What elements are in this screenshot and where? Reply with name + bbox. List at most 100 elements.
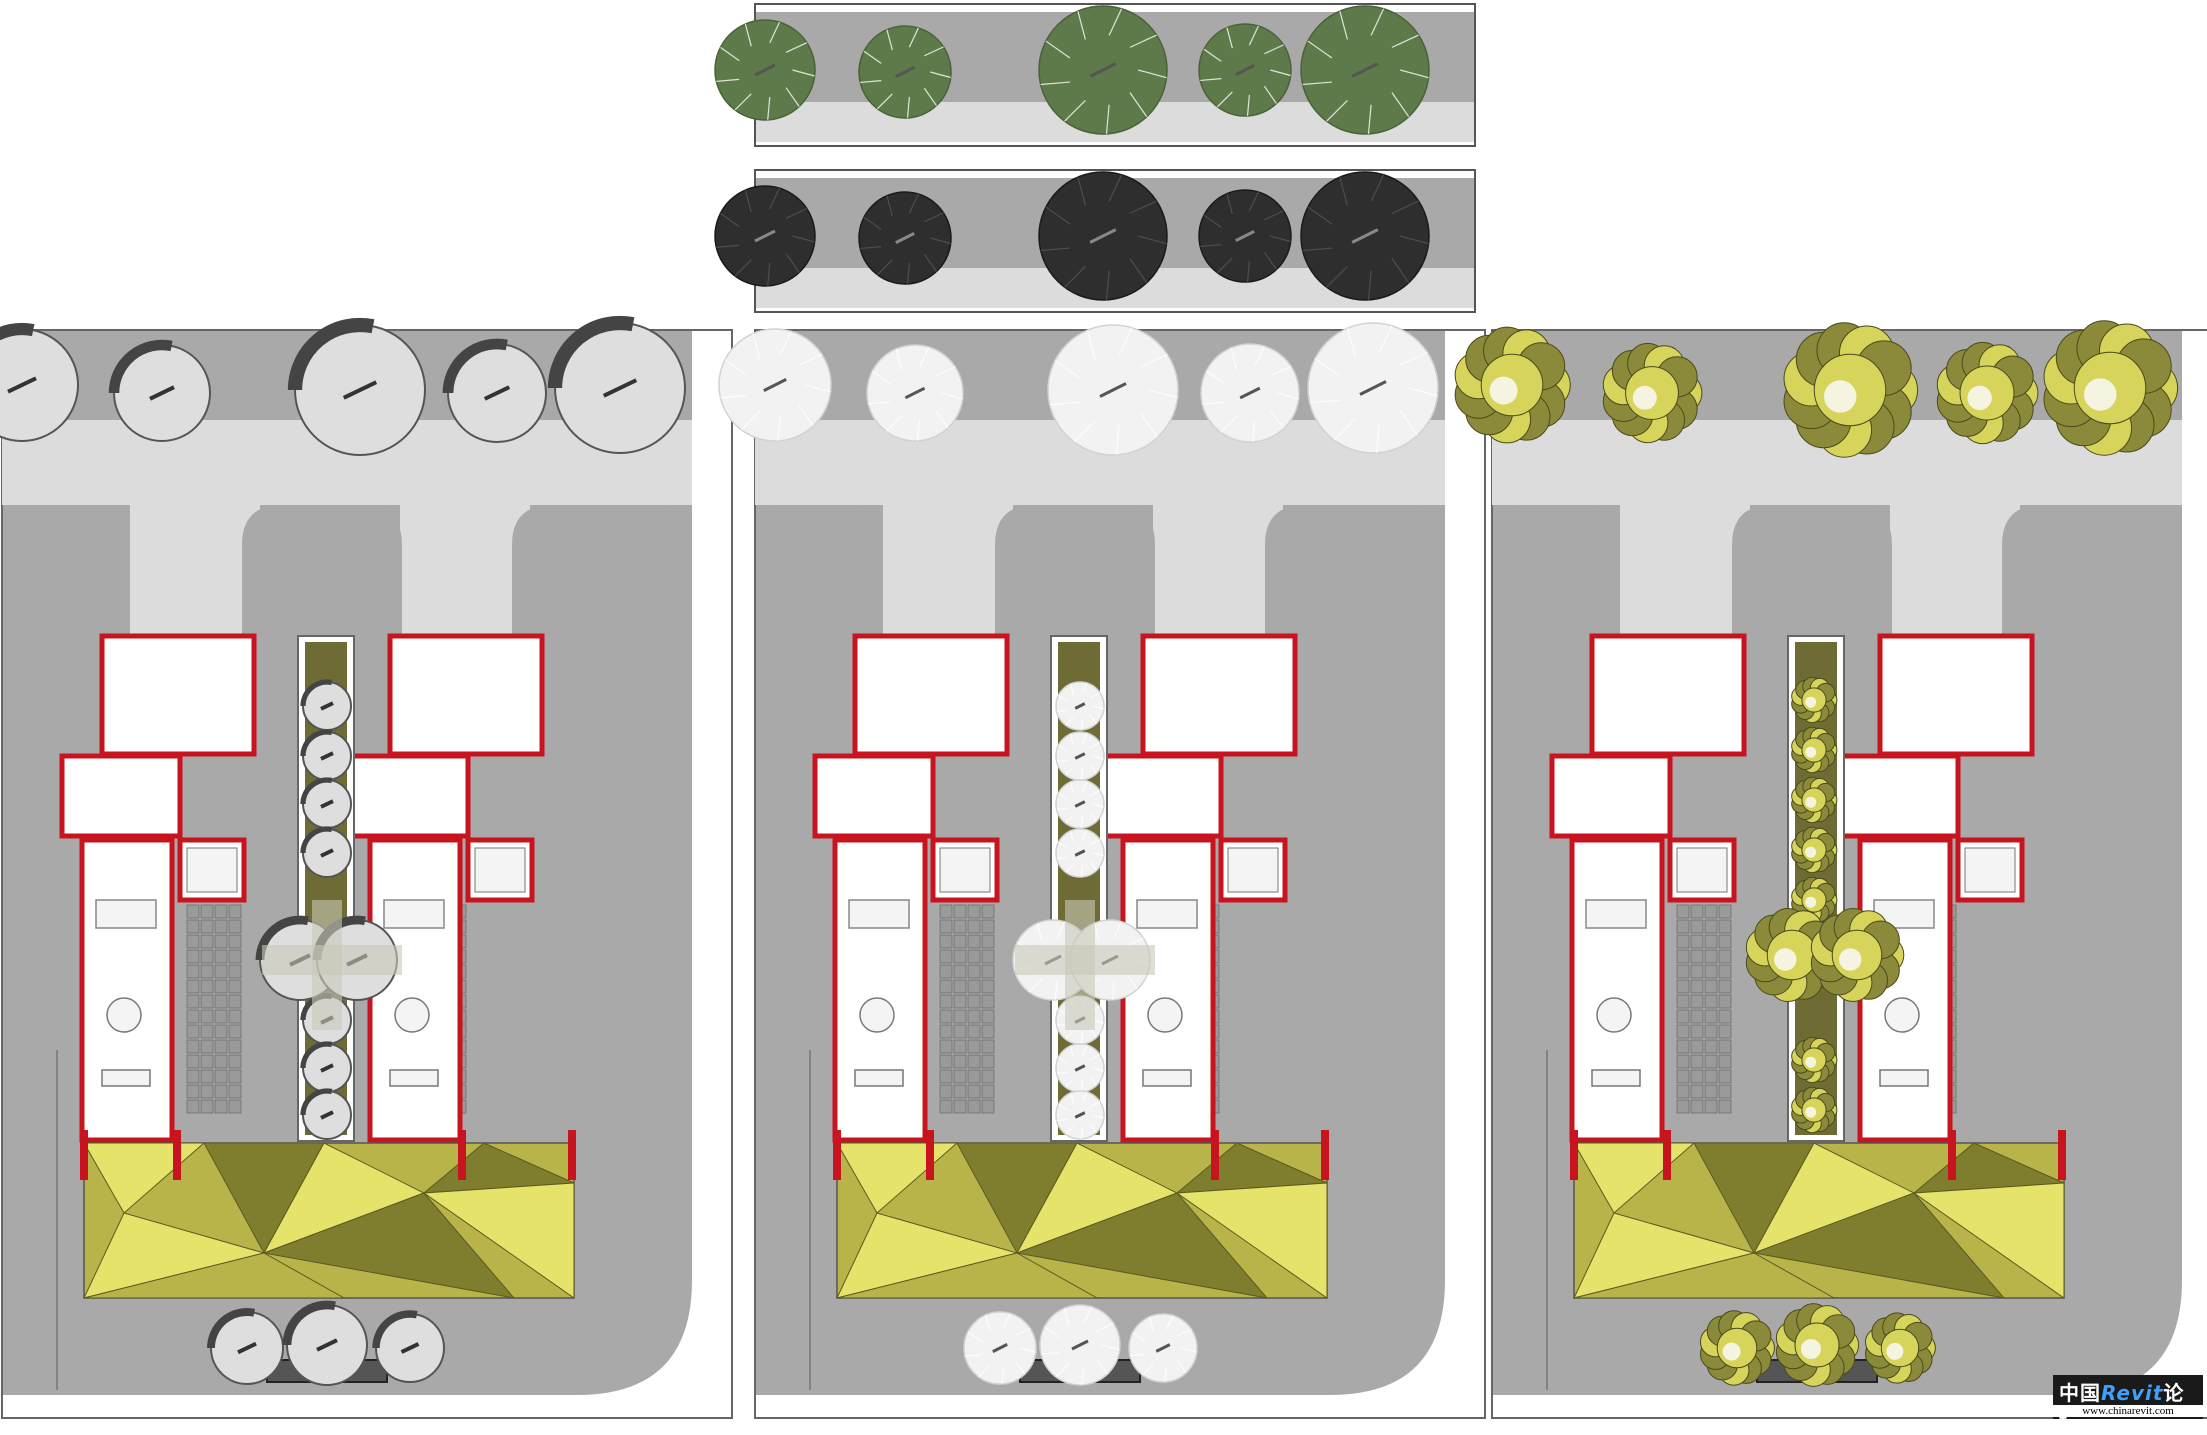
tree-strip-dark [714,169,1476,313]
tree-icon [300,679,352,731]
driveway [883,505,1013,640]
counter [1879,1069,1929,1087]
tree-icon [300,1041,352,1093]
counter [389,1069,439,1087]
tree-icon [300,1088,352,1140]
dining-table [1964,847,2016,893]
tree-icon [442,338,547,443]
house-unit [1549,633,1747,1143]
plaza-facet [1912,1182,2065,1299]
watermark-cn-prefix: 中国 [2059,1381,2101,1405]
tree-icon [207,1308,284,1385]
tree-icon [300,826,352,878]
garage-block [852,633,1010,757]
wall-end [1211,1130,1219,1180]
garage-block [387,633,545,757]
planting-island [1497,505,1615,640]
side-wing [1837,753,1961,839]
table [1884,997,1920,1033]
driveway [400,505,530,640]
tree-icon [1038,5,1168,135]
plaza-facet [1175,1182,1328,1299]
wall-end [926,1130,934,1180]
plaza-facet [836,1252,1099,1299]
table [106,997,142,1033]
tree-icon [718,328,832,442]
tree-icon [1055,1090,1105,1140]
site-plan-foliage-trees [1454,320,2207,1419]
plaza-facet [1015,1192,1269,1299]
sofa [1136,899,1198,929]
tree-icon [1791,1086,1838,1134]
table [859,997,895,1033]
paving-pattern [1676,904,1732,1114]
sofa [383,899,445,929]
tree-icon [0,322,79,442]
sofa [95,899,157,929]
tree-icon [1055,828,1105,878]
tree-icon [547,315,686,454]
counter [1591,1069,1641,1087]
tree-icon [1039,1304,1121,1386]
tree-icon [858,25,952,119]
counter [1142,1069,1192,1087]
plaza-facet [1752,1192,2006,1299]
tree-icon [2043,320,2179,456]
site-plan-outline-trees [0,315,733,1419]
watermark-logo: 中国Revit论坛 www.chinarevit.com [2053,1375,2203,1434]
tree-icon [1038,171,1168,301]
tree-strip-green [714,3,1476,147]
planting-island [995,505,1155,640]
wall-end [833,1130,841,1180]
tree-icon [1047,324,1179,456]
tree-icon [858,191,952,285]
tree-icon [1128,1313,1198,1383]
dining-table [1676,847,1728,893]
garage-block [1140,633,1298,757]
folded-plaza [83,1142,575,1299]
folded-plaza [1573,1142,2065,1299]
folded-plaza [836,1142,1328,1299]
cross-walk [312,900,342,1030]
tree-icon [1055,779,1105,829]
plaza-facet [262,1192,516,1299]
tree-icon [1198,189,1292,283]
table [394,997,430,1033]
wall-end [1663,1130,1671,1180]
tree-icon [714,185,816,287]
tree-icon [1200,343,1300,443]
tree-icon [963,1311,1037,1385]
driveway [1620,505,1750,640]
tree-icon [1791,826,1838,874]
tree-icon [108,339,211,442]
house-unit [347,633,545,1143]
tree-icon [1602,342,1703,444]
side-wing [347,753,471,839]
sofa [848,899,910,929]
side-wing [1549,753,1673,839]
dining-table [474,847,526,893]
dining-table [186,847,238,893]
tree-icon [1775,1303,1860,1387]
driveway [1890,505,2020,640]
tree-icon [282,1300,368,1386]
table [1596,997,1632,1033]
wall-end [1948,1130,1956,1180]
tree-icon [1864,1312,1936,1384]
planting-island [242,505,402,640]
tree-icon [1055,681,1105,731]
tree-icon [866,344,964,442]
site-plan-white-trees [718,322,1486,1419]
watermark-url: www.chinarevit.com [2053,1405,2203,1417]
tree-icon [1791,776,1838,824]
tree-icon [1307,322,1439,454]
wall-end [80,1130,88,1180]
tree-icon [287,317,426,456]
dining-table [1227,847,1279,893]
tree-icon [1055,1043,1105,1093]
tree-icon [1454,326,1571,444]
tree-icon [372,1310,445,1383]
tree-icon [1791,676,1838,724]
counter [101,1069,151,1087]
